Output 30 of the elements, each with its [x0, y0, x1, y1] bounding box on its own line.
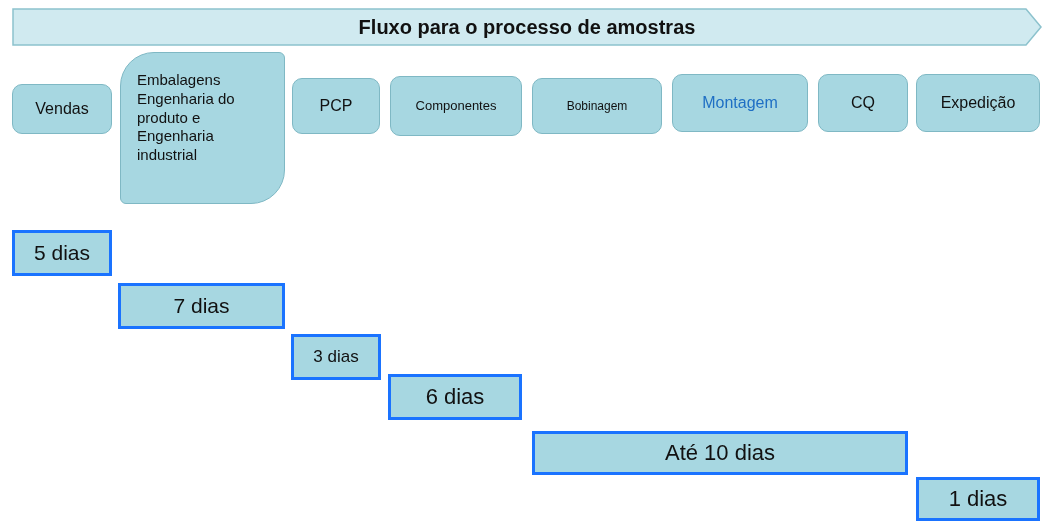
process-box [292, 78, 380, 134]
duration-label: 5 dias [33, 239, 90, 266]
step-label: PCP [319, 96, 353, 116]
duration-label: 1 dias [948, 485, 1008, 513]
duration-label: 3 dias [313, 346, 359, 368]
step-label: Componentes [415, 97, 497, 115]
duration-label: 7 dias [173, 292, 230, 319]
step-label: Embalagens Engenharia do produto e Engenharia industrial [137, 71, 236, 165]
process-box [916, 74, 1040, 132]
step-label: Bobinagem [566, 98, 628, 114]
process-box [120, 52, 285, 204]
step-label: Vendas [35, 99, 89, 119]
duration-label: Até 10 dias [664, 439, 776, 467]
process-box [390, 76, 522, 136]
duration-bar [291, 334, 381, 380]
process-box [12, 84, 112, 134]
process-box [672, 74, 808, 132]
banner-title: Fluxo para o processo de amostras [358, 14, 696, 40]
duration-label: 6 dias [425, 383, 485, 411]
duration-bar [916, 477, 1040, 521]
process-box [818, 74, 908, 132]
step-label: CQ [851, 93, 875, 113]
title-banner [12, 8, 1042, 46]
duration-bar [388, 374, 522, 420]
duration-bar [12, 230, 112, 276]
step-label: Montagem [702, 93, 778, 113]
duration-bar [532, 431, 908, 475]
duration-bar [118, 283, 285, 329]
step-label: Expedição [940, 93, 1016, 113]
process-box [532, 78, 662, 134]
